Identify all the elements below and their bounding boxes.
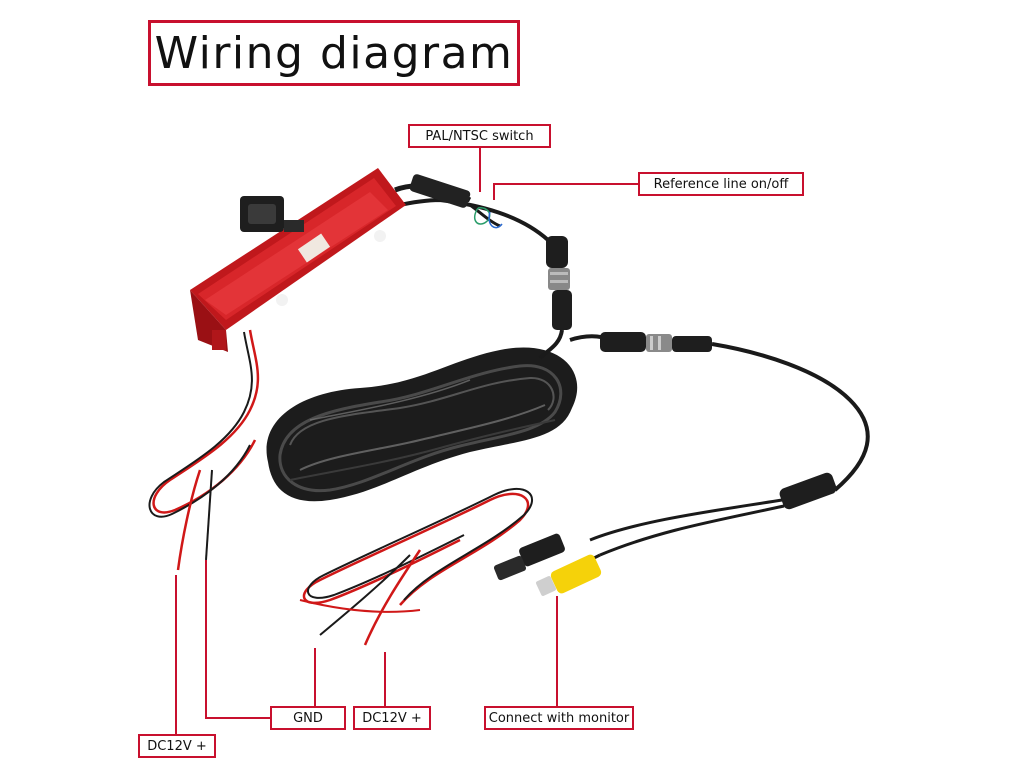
leader-lines [175, 147, 640, 736]
camera-housing [190, 168, 406, 352]
label-gnd: GND [270, 706, 346, 730]
yellow-rca-plug [536, 553, 602, 596]
label-dc12v-right: DC12V + [353, 706, 431, 730]
diagram-title: Wiring diagram [148, 20, 520, 86]
power-lead-bottom [299, 487, 534, 646]
video-cable [494, 472, 837, 581]
leader-reference-line [493, 183, 640, 200]
label-dc12v-left: DC12V + [138, 734, 216, 758]
leader-dc12v-left [205, 560, 272, 719]
coiled-cable-bundle [266, 347, 578, 502]
aviation-connector-top [538, 236, 572, 360]
aviation-connector-side [569, 332, 870, 492]
power-lead-camera [148, 329, 260, 571]
label-pal-ntsc-switch: PAL/NTSC switch [408, 124, 551, 148]
label-reference-line: Reference line on/off [638, 172, 804, 196]
label-connect-monitor: Connect with monitor [484, 706, 634, 730]
